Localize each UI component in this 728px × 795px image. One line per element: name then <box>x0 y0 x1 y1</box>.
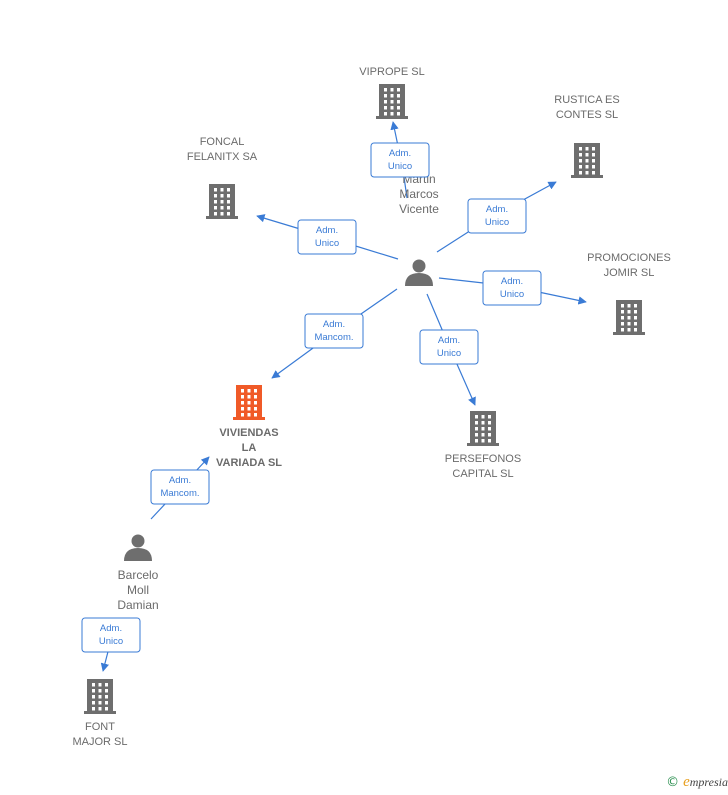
person-icon <box>405 259 433 286</box>
edge-label-text: Adm. <box>169 475 191 486</box>
edge-label-text: Unico <box>485 217 509 228</box>
node-label-line: VIVIENDAS <box>219 427 278 439</box>
building-icon <box>206 184 238 219</box>
node-label-line: PROMOCIONES <box>587 252 671 264</box>
node-rustica[interactable]: RUSTICA ES CONTES SL <box>554 94 620 178</box>
node-label-line: VARIADA SL <box>216 457 282 469</box>
edge-label[interactable]: Adm. Mancom. <box>150 469 210 505</box>
edge-labels-layer: Adm.UnicoAdm.UnicoAdm.UnicoAdm.UnicoAdm.… <box>81 142 542 653</box>
brand-initial: e <box>683 774 690 790</box>
node-label-line: Marcos <box>399 187 438 201</box>
edge-label-text: Mancom. <box>314 332 353 343</box>
building-icon <box>84 679 116 714</box>
node-label-line: CAPITAL SL <box>452 468 513 480</box>
edge-label-box <box>304 313 364 349</box>
node-label-line: MAJOR SL <box>72 736 127 748</box>
node-promociones[interactable]: PROMOCIONES JOMIR SL <box>587 252 671 335</box>
edge-label-text: Adm. <box>100 623 122 634</box>
node-label-line: FONT <box>85 721 115 733</box>
node-font[interactable]: FONT MAJOR SL <box>72 679 128 748</box>
edge-label[interactable]: Adm. Unico <box>482 270 542 306</box>
node-label-line: Moll <box>127 583 149 597</box>
edge-label[interactable]: Adm. Unico <box>419 329 479 365</box>
nodes-layer: VIPROPE SL RUSTICA ES CONTES SL FONCAL FELAN… <box>72 66 670 748</box>
node-label-line: VIPROPE SL <box>359 66 424 78</box>
building-icon <box>467 411 499 446</box>
brand-name: mpresia <box>689 775 728 789</box>
edge-label-box <box>482 270 542 306</box>
node-viviendas[interactable]: VIVIENDAS LA VARIADA SL <box>216 385 282 469</box>
edge-label-box <box>419 329 479 365</box>
node-label-line: CONTES SL <box>556 109 618 121</box>
edge-label[interactable]: Adm. Unico <box>81 617 141 653</box>
edge-label-text: Unico <box>388 161 412 172</box>
edge-label-text: Mancom. <box>160 488 199 499</box>
copyright-icon: © <box>666 775 680 790</box>
edge-label-text: Adm. <box>486 204 508 215</box>
node-label-line: Vicente <box>399 202 439 216</box>
edge-label-box <box>467 198 527 234</box>
node-label-line: RUSTICA ES <box>554 94 619 106</box>
edge-label-text: Adm. <box>323 319 345 330</box>
building-icon <box>613 300 645 335</box>
node-label-line: PERSEFONOS <box>445 453 521 465</box>
edge-label-box <box>81 617 141 653</box>
node-label-line: LA <box>242 442 257 454</box>
edge-label-text: Adm. <box>438 335 460 346</box>
building-icon <box>571 143 603 178</box>
edge-label[interactable]: Adm. Unico <box>467 198 527 234</box>
node-label-line: FELANITX SA <box>187 151 258 163</box>
node-label-line: Barcelo <box>118 568 159 582</box>
edge-label-box <box>150 469 210 505</box>
edge-label-text: Unico <box>99 636 123 647</box>
node-label-line: FONCAL <box>200 136 245 148</box>
node-foncal[interactable]: FONCAL FELANITX SA <box>187 136 258 219</box>
person-icon <box>124 534 152 561</box>
edge-label[interactable]: Adm. Unico <box>297 219 357 255</box>
edge-label-text: Unico <box>315 238 339 249</box>
edge-label-text: Adm. <box>389 148 411 159</box>
node-persefonos[interactable]: PERSEFONOS CAPITAL SL <box>445 411 521 480</box>
edge-label-box <box>370 142 430 178</box>
edge-label-text: Unico <box>437 348 461 359</box>
edge-label[interactable]: Adm. Mancom. <box>304 313 364 349</box>
empresia-watermark: ©empresia <box>666 774 728 791</box>
building-icon <box>376 84 408 119</box>
edge-label-text: Adm. <box>501 276 523 287</box>
edge-label-box <box>297 219 357 255</box>
edge-label[interactable]: Adm. Unico <box>370 142 430 178</box>
edge-label-text: Unico <box>500 289 524 300</box>
edge-label-text: Adm. <box>316 225 338 236</box>
node-vipro[interactable]: VIPROPE SL <box>359 66 425 119</box>
node-label-line: Damian <box>117 598 158 612</box>
node-label-line: JOMIR SL <box>604 267 655 279</box>
building-icon <box>233 385 265 420</box>
